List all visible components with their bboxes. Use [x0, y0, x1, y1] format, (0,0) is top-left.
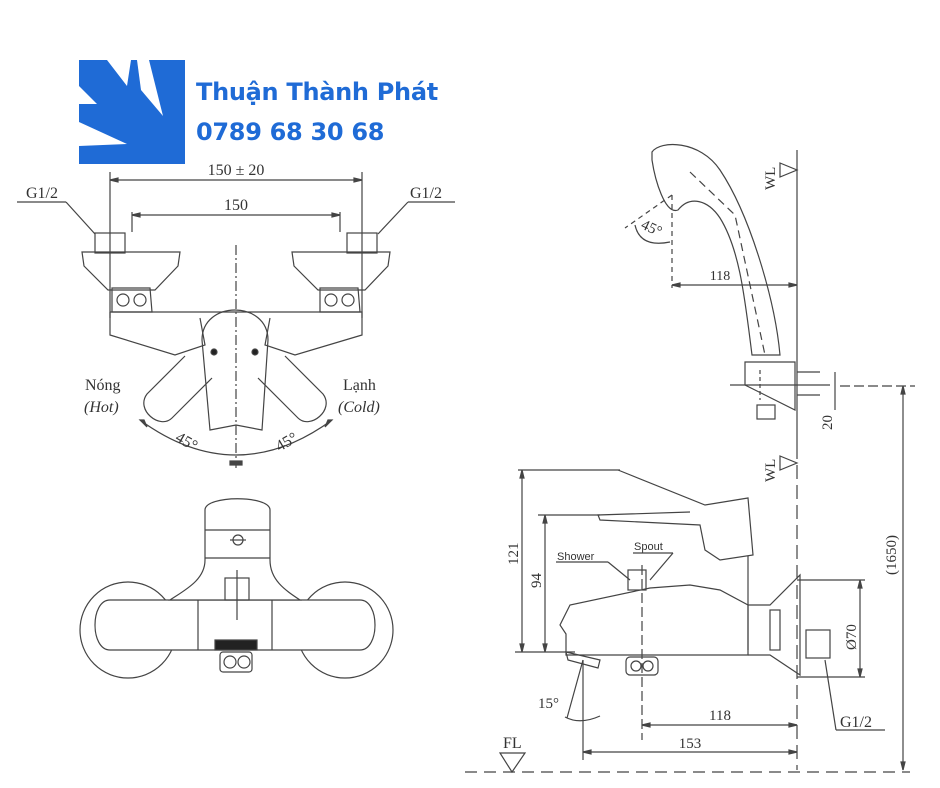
wl-top-label: WL — [763, 167, 779, 190]
brand-phone: 0789 68 30 68 — [196, 118, 385, 146]
spout-label: Spout — [634, 541, 663, 553]
angle-left-label: 45° — [172, 429, 200, 455]
wl-mid-label: WL — [763, 459, 779, 482]
height-121-label: 121 — [506, 543, 522, 566]
cold-label: Lạnh — [343, 377, 376, 394]
floor-level-label: FL — [503, 735, 522, 752]
dim-outer-label: 150 ± 20 — [208, 162, 265, 179]
cold-label-en: (Cold) — [338, 399, 380, 416]
height-94-label: 94 — [529, 573, 545, 589]
shower-offset-label: 118 — [710, 269, 730, 284]
height-1650-label: (1650) — [884, 535, 900, 575]
front-view — [79, 498, 394, 679]
dim-153-label: 153 — [679, 736, 702, 752]
brand-logo-icon — [79, 60, 185, 164]
diameter-label: Ø70 — [844, 624, 860, 650]
dim-inner-label: 150 — [224, 197, 248, 214]
hot-label-en: (Hot) — [84, 399, 119, 416]
brand-header: Thuận Thành Phát 0789 68 30 68 — [79, 60, 479, 165]
inlet-side-label: G1/2 — [840, 714, 872, 731]
dim-118-label: 118 — [709, 708, 731, 724]
spout-angle-label: 15° — [538, 696, 559, 712]
holder-dim-label: 20 — [820, 415, 836, 430]
shower-label: Shower — [557, 551, 595, 563]
top-view — [17, 172, 455, 468]
side-view — [465, 143, 915, 774]
inlet-left-label: G1/2 — [26, 185, 58, 202]
inlet-right-label: G1/2 — [410, 185, 442, 202]
brand-name: Thuận Thành Phát — [196, 78, 438, 106]
hot-label: Nóng — [85, 377, 121, 394]
angle-right-label: 45° — [273, 429, 301, 455]
shower-angle-label: 45° — [638, 217, 664, 240]
